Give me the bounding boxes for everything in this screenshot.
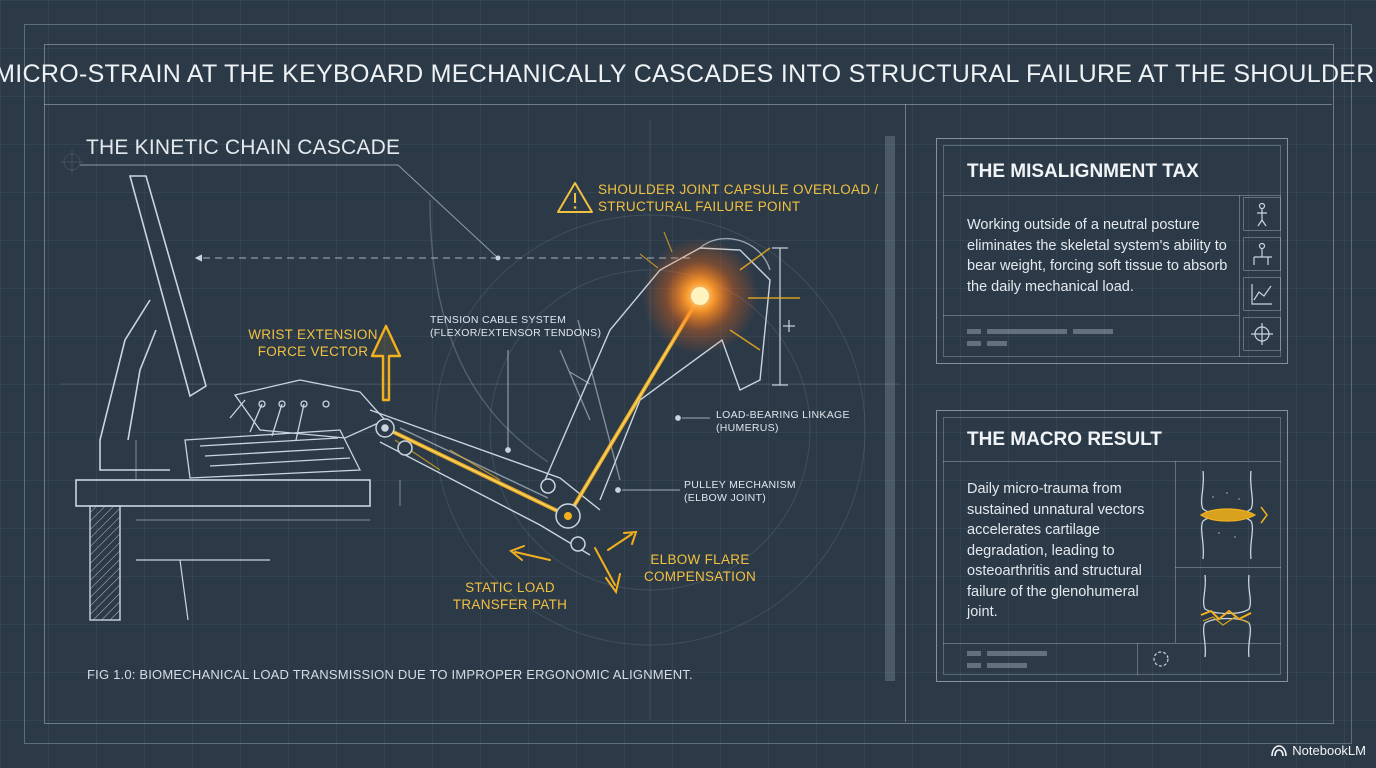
pulley-mechanism-label: PULLEY MECHANISM (ELBOW JOINT) [684,479,796,505]
crosshair-icon [1243,317,1281,351]
load-bearing-label: LOAD-BEARING LINKAGE (HUMERUS) [716,409,850,435]
seated-figure-icon [1243,237,1281,271]
shoulder-dimension [772,247,795,386]
diagram-title: THE KINETIC CHAIN CASCADE [86,136,401,159]
inner-frame [44,44,1334,724]
elbow-flare-label: ELBOW FLARE COMPENSATION [643,552,757,584]
notebooklm-logo-icon [1271,744,1288,756]
elbow-flare-arrows [509,530,638,595]
figure-caption: FIG 1.0: BIOMECHANICAL LOAD TRANSMISSION… [87,667,693,682]
trend-chart-icon [1243,277,1281,311]
title-divider [44,104,1332,105]
vertical-ruler [885,136,895,681]
wrist-extension-label: WRIST EXTENSION FORCE VECTOR [248,327,378,359]
shoulder-overload-glow [639,231,800,354]
title-leader-line [80,164,499,259]
tension-cable-label: TENSION CABLE SYSTEM (FLEXOR/EXTENSOR TE… [430,314,602,340]
placeholder-bar [1073,329,1113,334]
outer-frame [24,24,1352,744]
hand [229,379,387,441]
wrist-force-arrow [370,324,402,402]
misalignment-panel: THE MISALIGNMENT TAX Working outside of … [936,138,1288,364]
placeholder-bar [967,663,981,668]
placeholder-bar [967,651,981,656]
misalignment-body: Working outside of a neutral posture eli… [967,217,1228,295]
brand-name: NotebookLM [1292,743,1366,758]
macro-body: Daily micro-trauma from sustained unnatu… [967,481,1145,620]
placeholder-bar [967,329,981,334]
placeholder-bar [967,341,981,346]
brand-watermark: NotebookLM [1271,743,1366,758]
placeholder-bar [987,651,1047,656]
desk [75,440,401,621]
healthy-knee-joint-icon [1183,467,1273,563]
keyboard [184,429,362,479]
misalignment-title: THE MISALIGNMENT TAX [967,161,1199,182]
monitor [99,175,207,471]
placeholder-bar [987,663,1027,668]
circular-target-icon [1149,647,1173,671]
standing-figure-icon [1243,197,1281,231]
joint-markers [375,418,586,552]
placeholder-bar [987,329,1067,334]
warning-triangle-icon [557,182,593,213]
static-load-label: STATIC LOAD TRANSFER PATH [452,580,568,612]
degraded-knee-joint-icon [1183,571,1273,661]
shoulder-failure-label: SHOULDER JOINT CAPSULE OVERLOAD / STRUCT… [598,182,879,214]
macro-result-panel: THE MACRO RESULT Daily micro-trauma from… [936,410,1288,682]
label-leaders [505,350,710,493]
placeholder-bar [987,341,1007,346]
headline: MICRO-STRAIN AT THE KEYBOARD MECHANICALL… [0,59,1376,88]
column-divider [905,104,906,722]
macro-title: THE MACRO RESULT [967,429,1162,450]
